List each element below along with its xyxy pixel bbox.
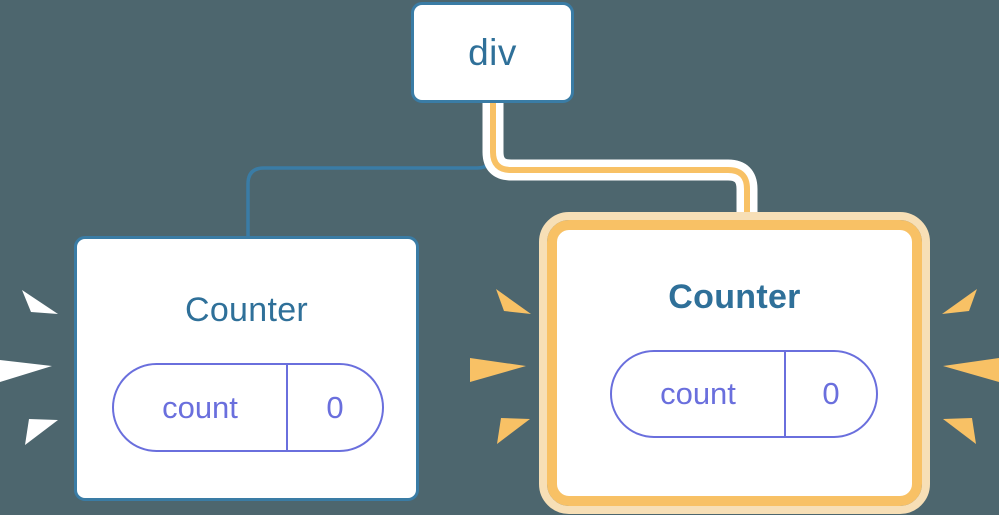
prop-value-count: 0 [822,376,840,411]
ray-orange-left-top [496,289,531,314]
right-counter-rays-left [470,289,531,444]
node-counter-right[interactable]: Counter count 0 [539,212,930,514]
ray-orange-right-middle [943,358,999,382]
edge-div-to-right-counter [490,100,750,231]
prop-value-count: 0 [326,389,344,425]
left-counter-rays [0,290,58,445]
ray-white-bottom [25,419,58,445]
ray-orange-left-middle [470,358,526,382]
ray-orange-right-bottom [943,418,976,444]
prop-key-count: count [114,365,288,450]
node-counter-left-title: Counter [184,291,309,329]
node-counter-left[interactable]: Counter count 0 [74,236,419,501]
node-counter-right-prop-pill[interactable]: count 0 [610,350,878,438]
right-counter-rays-right [942,289,999,444]
node-counter-left-prop-pill[interactable]: count 0 [112,363,384,452]
node-div-label: div [468,31,517,73]
ray-white-middle [0,360,52,382]
ray-orange-right-top [942,289,977,314]
edge-div-to-left-counter [246,101,495,238]
ray-white-top [22,290,58,314]
prop-key-count: count [612,352,786,436]
edge-div-to-right-counter-halo [482,92,758,239]
node-counter-right-title: Counter [668,278,801,316]
node-div[interactable]: div [411,2,574,103]
ray-orange-left-bottom [497,418,530,444]
